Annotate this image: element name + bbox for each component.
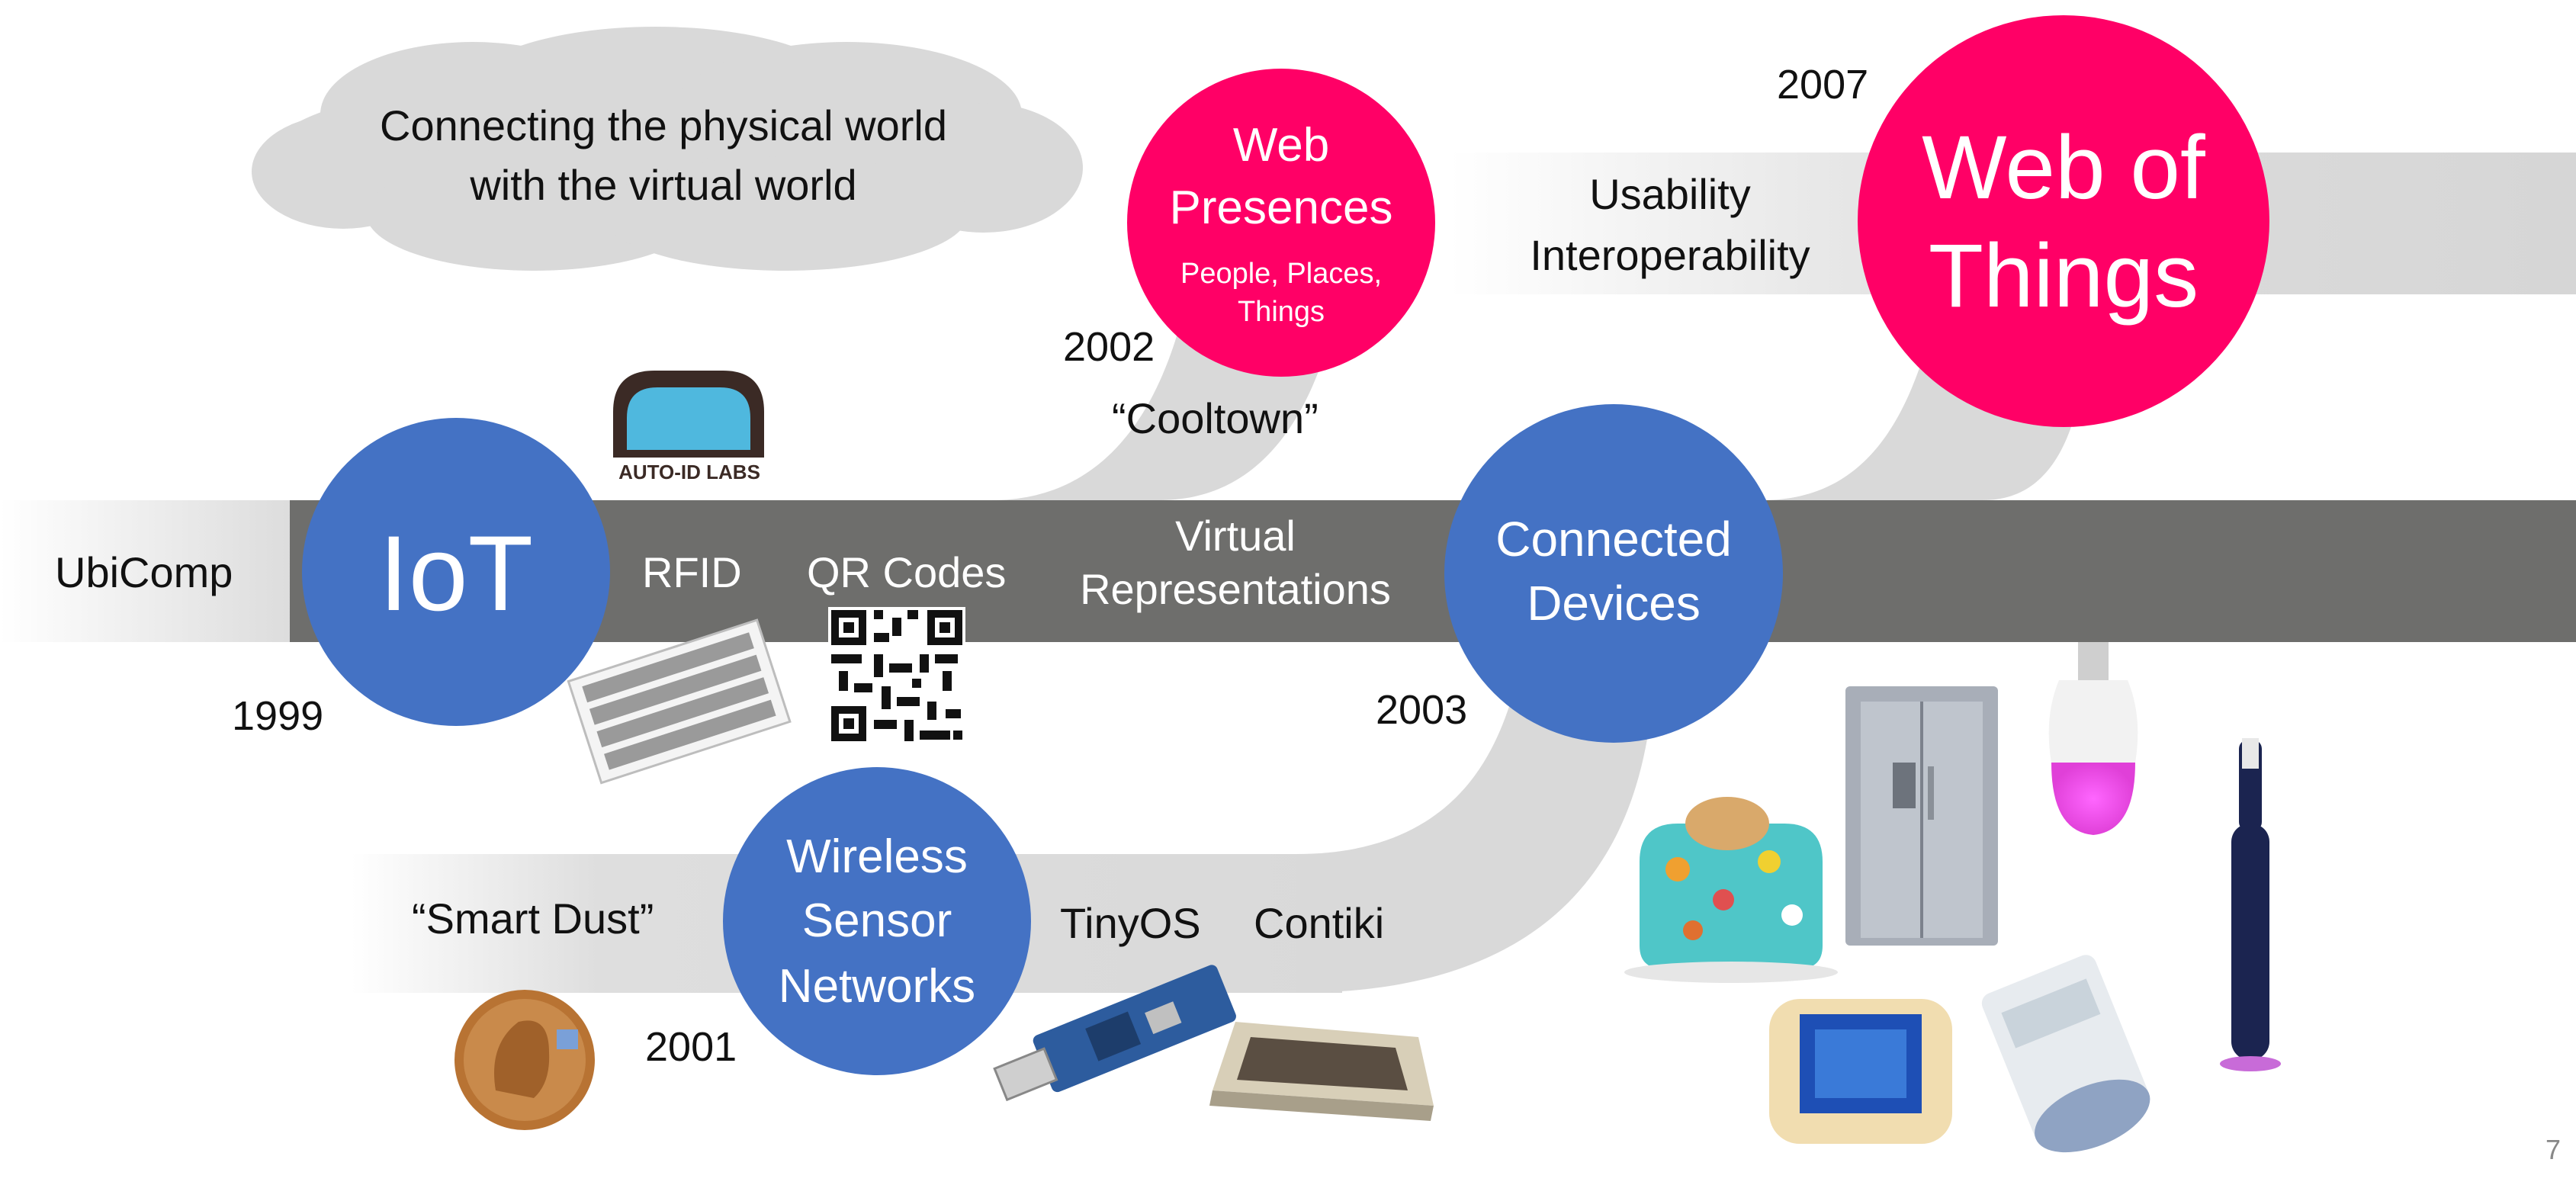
web-of-things-circle xyxy=(1858,15,2269,427)
connected-devices-circle xyxy=(1444,404,1783,743)
wsn-line3: Networks xyxy=(778,960,976,1013)
cloud-text-line2: with the virtual world xyxy=(470,161,857,209)
page-number: 7 xyxy=(2545,1134,2561,1165)
label-usability: Usability xyxy=(1589,170,1751,218)
toothbrush-image xyxy=(2220,738,2281,1071)
toaster-image xyxy=(1624,797,1838,983)
label-tinyos: TinyOS xyxy=(1060,899,1201,947)
iot-circle-label: IoT xyxy=(378,513,534,633)
sensor-board-image xyxy=(993,965,1236,1102)
web-presences-title-line1: Web xyxy=(1232,119,1330,172)
year-2001: 2001 xyxy=(645,1024,737,1070)
cloud-text-line1: Connecting the physical world xyxy=(380,101,947,149)
label-cooltown: “Cooltown” xyxy=(1112,394,1319,442)
connected-devices-line2: Devices xyxy=(1527,576,1701,631)
rfid-tags-image xyxy=(567,618,792,785)
cloud-shape xyxy=(252,27,1083,271)
label-virtual-line2: Representations xyxy=(1080,565,1391,613)
iot-circle xyxy=(302,418,610,726)
label-smart-dust: “Smart Dust” xyxy=(412,894,654,943)
auto-id-labs-text: AUTO-ID LABS xyxy=(618,461,760,483)
web-presences-sub-line1: People, Places, xyxy=(1180,258,1383,290)
wsn-line2: Sensor xyxy=(801,894,952,947)
fridge-image xyxy=(1845,686,1998,946)
connected-devices-line1: Connected xyxy=(1495,512,1732,567)
handheld-device-image xyxy=(1769,999,1952,1144)
year-2002: 2002 xyxy=(1063,324,1155,370)
web-of-things-line2: Things xyxy=(1928,226,2199,326)
year-2003: 2003 xyxy=(1376,687,1468,733)
year-2007: 2007 xyxy=(1777,62,1869,108)
label-ubicomp: UbiComp xyxy=(55,548,233,596)
web-of-things-line1: Web of xyxy=(1922,117,2205,218)
central-band xyxy=(290,500,2576,642)
auto-id-labs-logo xyxy=(613,371,764,496)
thermostat-image xyxy=(1981,955,2150,1153)
commodore-computer-image xyxy=(1209,1022,1434,1121)
label-rfid: RFID xyxy=(642,548,742,596)
label-qr-codes: QR Codes xyxy=(807,548,1007,596)
penny-image xyxy=(454,990,595,1130)
label-interoperability: Interoperability xyxy=(1530,231,1810,279)
qr-code-image xyxy=(828,607,965,744)
wireless-sensor-networks-circle xyxy=(723,767,1031,1075)
label-contiki: Contiki xyxy=(1254,899,1385,947)
smart-bulb-image xyxy=(2048,642,2138,835)
web-presences-title-line2: Presences xyxy=(1169,181,1393,234)
wsn-line1: Wireless xyxy=(786,830,968,883)
light-band-left xyxy=(0,500,320,642)
web-presences-sub-line2: Things xyxy=(1237,296,1325,328)
label-virtual-line1: Virtual xyxy=(1175,512,1296,560)
web-presences-circle xyxy=(1127,69,1435,377)
year-1999: 1999 xyxy=(232,693,324,739)
